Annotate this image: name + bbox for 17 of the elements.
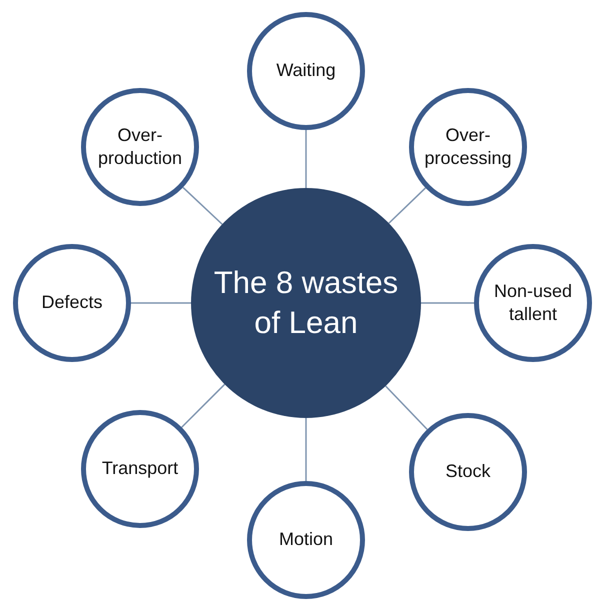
connector-line [305,418,307,481]
waste-label: Motion [278,528,334,552]
connector-line [181,384,226,428]
waste-label: Over- processing [423,124,513,170]
waste-label: Defects [41,291,103,314]
connector-line [131,302,191,304]
connector-line [305,130,307,188]
waste-label: Non-used tallent [492,280,574,326]
waste-label: Transport [102,457,178,480]
waste-label: Over- production [96,124,184,170]
connector-line [182,186,223,225]
waste-label: Waiting [276,59,336,82]
connector-line [385,386,428,430]
connector-line [421,302,474,304]
center-title: The 8 wastes of Lean [212,264,400,342]
connector-line [388,187,426,224]
waste-label: Stock [445,460,491,484]
